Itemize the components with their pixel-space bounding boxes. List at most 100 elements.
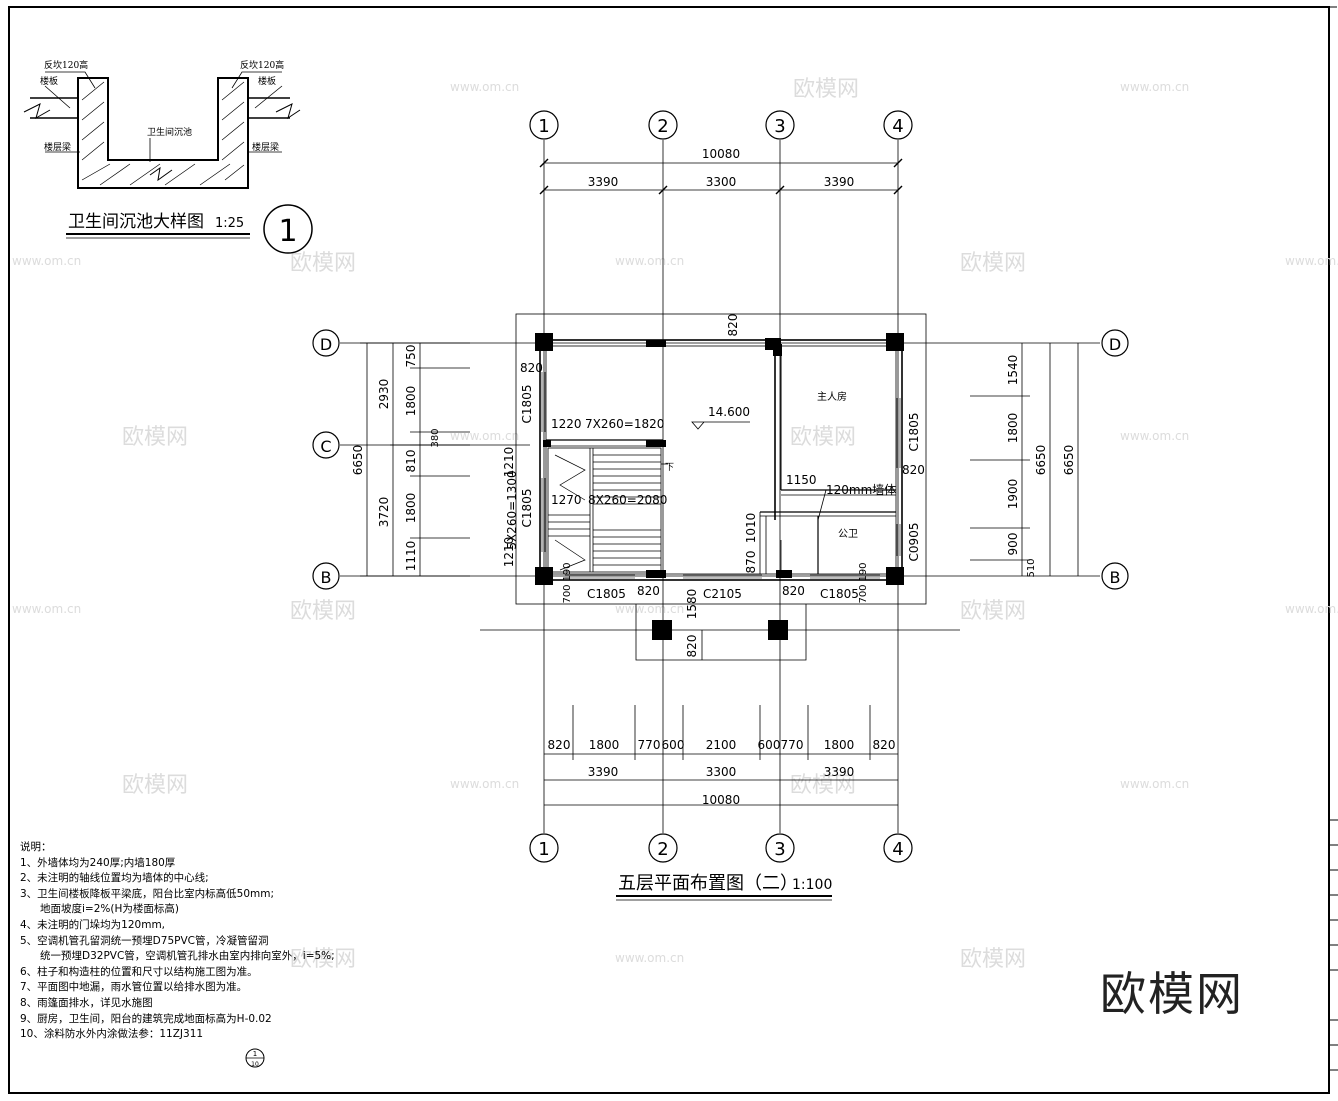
bottom-dim-total: 10080	[702, 793, 740, 807]
dim-820-br: 820	[782, 584, 805, 598]
svg-text:欧模网: 欧模网	[122, 773, 188, 798]
svg-text:www.om.cn: www.om.cn	[1285, 602, 1338, 616]
axis-label-4-top: 4	[892, 116, 903, 137]
note-item: 8、雨篷面排水，详见水施图	[20, 996, 153, 1009]
dim-870: 870	[744, 551, 758, 574]
reference-symbol: 1 10	[245, 1048, 265, 1068]
doors	[759, 489, 827, 574]
dim-700-left: 700	[562, 584, 573, 603]
stair-offset-lower: 1270	[551, 493, 582, 507]
axis-bubble-D-left	[312, 329, 340, 357]
axis-label-4-bottom: 4	[892, 839, 903, 860]
note-item: 3、卫生间楼板降板平梁底，阳台比室内标高低50mm;	[20, 887, 275, 900]
detail-label-left-beam: 楼层梁	[44, 141, 71, 153]
axis-label-B-left: B	[321, 568, 332, 587]
axis-bubble-B-left	[312, 562, 340, 590]
room-master-bedroom: 主人房	[817, 390, 847, 403]
dim-1150: 1150	[786, 473, 817, 487]
window-left-lower: C1805	[520, 489, 534, 528]
plan-title: 五层平面布置图（二）	[618, 873, 798, 894]
left-dim-750: 750	[404, 345, 418, 368]
svg-text:欧模网: 欧模网	[960, 947, 1026, 972]
room-bathroom: 公卫	[838, 529, 858, 540]
note-item: 地面坡度i=2%(H为楼面标高)	[40, 903, 179, 916]
note-item: 4、未注明的门垛均为120mm,	[20, 918, 166, 931]
svg-text:www.om.cn: www.om.cn	[615, 602, 684, 616]
grid-lines	[340, 140, 1100, 833]
svg-text:www.om.cn: www.om.cn	[615, 254, 684, 268]
bottom-dim-3390b: 3390	[824, 765, 855, 779]
axis-bubble-4-bottom	[883, 833, 913, 863]
axis-label-D-left: D	[320, 335, 332, 354]
svg-text:欧模网: 欧模网	[960, 599, 1026, 624]
window-right-upper: C1805	[907, 413, 921, 452]
watermark-logo: 欧模网	[1100, 967, 1244, 1021]
bottom-dim-3300: 3300	[706, 765, 737, 779]
sheet-frame	[8, 6, 1330, 1094]
note-item: 6、柱子和构造柱的位置和尺寸以结构施工图为准。	[20, 965, 258, 978]
svg-text:www.om.cn: www.om.cn	[450, 777, 519, 791]
dim-1580: 1580	[685, 589, 699, 620]
axis-bubble-1-top	[529, 110, 559, 140]
window-bottom-mid: C2105	[703, 587, 742, 601]
dim-820-top: 820	[726, 314, 740, 337]
detail-label-left-top: 反坎120高	[44, 59, 88, 71]
axis-bubble-3-bottom	[765, 833, 795, 863]
stair-offset-upper: 1220	[551, 417, 582, 431]
bottom-dim-820b: 820	[873, 738, 896, 752]
top-dim-total: 10080	[702, 147, 740, 161]
right-dim-total-outer: 6650	[1062, 445, 1076, 476]
canopy-outline	[635, 604, 807, 661]
walls	[539, 339, 903, 581]
bottom-dim-1800b: 1800	[824, 738, 855, 752]
axis-bubble-2-top	[648, 110, 678, 140]
axis-label-2-top: 2	[657, 116, 668, 137]
bottom-dim-600b: 600	[758, 738, 781, 752]
svg-text:10: 10	[251, 1061, 259, 1068]
svg-text:欧模网: 欧模网	[790, 773, 856, 798]
dim-820-bl: 820	[637, 584, 660, 598]
dim-190-right: 190	[858, 562, 869, 581]
window-right-lower: C0905	[907, 523, 921, 562]
axis-bubble-3-top	[765, 110, 795, 140]
plan-scale: 1:100	[792, 877, 832, 893]
axis-label-3-top: 3	[774, 116, 785, 137]
left-dim-2930: 2930	[377, 379, 391, 410]
bottom-dim-770b: 770	[781, 738, 804, 752]
svg-text:www.om.cn: www.om.cn	[1285, 254, 1338, 268]
right-dim-total-inner: 6650	[1034, 445, 1048, 476]
svg-text:欧模网: 欧模网	[122, 425, 188, 450]
dim-820-canopy: 820	[685, 635, 699, 658]
left-dim-380: 380	[430, 428, 441, 447]
right-dim-1800: 1800	[1006, 413, 1020, 444]
axis-label-B-right: B	[1110, 568, 1121, 587]
roof-outline	[515, 313, 927, 605]
axis-label-1-top: 1	[538, 116, 549, 137]
watermarks: 欧模网 欧模网 欧模网 欧模网 欧模网 欧模网 欧模网 欧模网 欧模网 欧模网 …	[12, 77, 1338, 972]
detail-label-right-beam: 楼层梁	[252, 141, 279, 153]
floor-elevation: 14.600	[708, 405, 750, 419]
bottom-dim-1800a: 1800	[589, 738, 620, 752]
detail-label-pit: 卫生间沉池	[147, 126, 192, 138]
top-dim-1: 3390	[588, 175, 619, 189]
columns	[535, 333, 904, 640]
svg-text:www.om.cn: www.om.cn	[1120, 429, 1189, 443]
window-left-upper: C1805	[520, 385, 534, 424]
detail-scale: 1:25	[215, 216, 244, 231]
left-dim-810: 810	[404, 450, 418, 473]
right-dim-900: 900	[1006, 533, 1020, 556]
windows	[541, 372, 901, 579]
left-dimension-lines	[360, 342, 470, 577]
window-bottom-right: C1805	[820, 587, 859, 601]
note-item: 2、未注明的轴线位置均为墙体的中心线;	[20, 872, 209, 885]
axis-label-3-bottom: 3	[774, 839, 785, 860]
dim-190-left: 190	[562, 562, 573, 581]
note-item: 7、平面图中地漏，雨水管位置以给排水图为准。	[20, 981, 248, 994]
stair-run-upper: 7X260=1820	[585, 417, 664, 431]
axis-label-1-bottom: 1	[538, 839, 549, 860]
detail-label-right-slab: 楼板	[258, 75, 276, 87]
bottom-dim-3390a: 3390	[588, 765, 619, 779]
axis-bubble-C-left	[312, 431, 340, 459]
notes-block: 说明： 1、外墙体均为240厚;内墙180厚 2、未注明的轴线位置均为墙体的中心…	[20, 840, 480, 1043]
